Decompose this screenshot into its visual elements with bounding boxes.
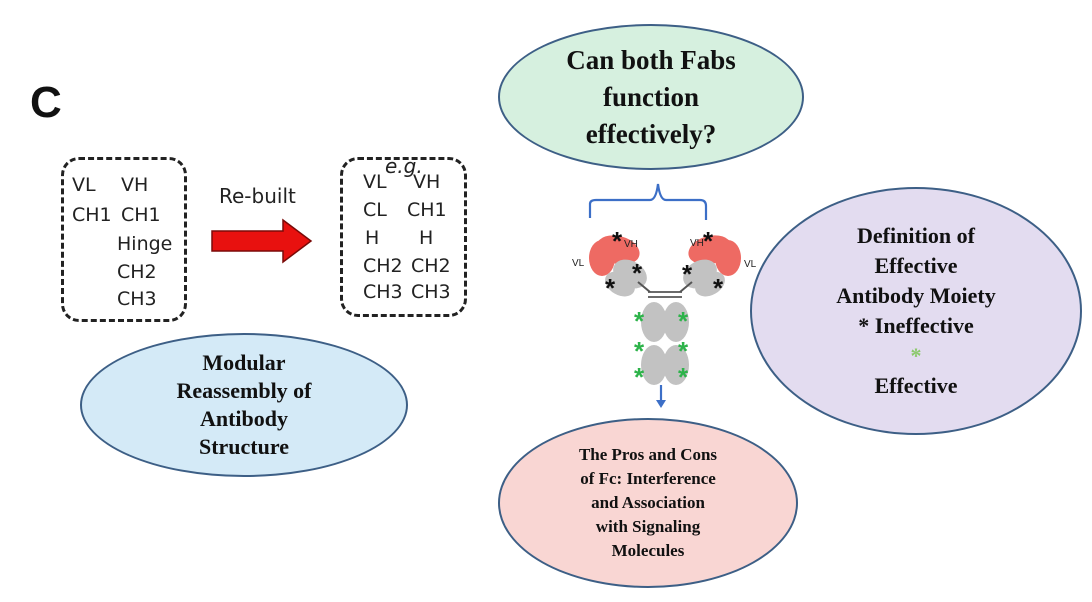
definition-text: Definition of Effective Antibody Moiety … — [836, 221, 996, 401]
fc-text: The Pros and Cons of Fc: Interference an… — [579, 443, 717, 563]
rebuilt-right-0: VH — [413, 171, 441, 193]
rebuilt-row-4-right: CH3 — [411, 281, 451, 303]
ineffective-star-1: * — [612, 226, 623, 256]
left-cl-domain — [605, 271, 635, 297]
rebuilt-row-4: CH3 — [363, 281, 403, 303]
rebuilt-row-1: CL — [363, 199, 387, 221]
vh-left-label: VH — [624, 239, 638, 250]
rebuilt-label: Re-built — [219, 184, 296, 208]
original-chain-box: VL VH CH1 CH1 Hinge CH2 CH3 — [61, 157, 187, 322]
modular-line-1: Reassembly of — [176, 378, 312, 403]
original-row-3-right: CH2 — [117, 261, 157, 283]
effective-star-4: * — [678, 336, 689, 366]
fabs-question-ellipse: Can both Fabs function effectively? — [498, 24, 804, 170]
modular-text: Modular Reassembly of Antibody Structure — [176, 349, 311, 461]
rebuilt-right-1: CH1 — [407, 199, 447, 221]
original-right-1: CH1 — [121, 204, 161, 226]
original-row-0: VL — [72, 174, 96, 196]
left-vl-domain — [589, 240, 615, 276]
fc-ch3-left — [641, 345, 667, 385]
original-row-2-right: Hinge — [117, 233, 172, 255]
fabs-line-2: effectively? — [585, 118, 717, 149]
fabs-question-text: Can both Fabs function effectively? — [566, 42, 736, 153]
right-vl-domain — [715, 240, 741, 276]
fc-line-1: of Fc: Interference — [580, 469, 716, 488]
ineffective-star-4: * — [703, 226, 714, 256]
fc-line-0: The Pros and Cons — [578, 445, 718, 464]
definition-effective: Effective — [874, 373, 958, 398]
fc-ch2-right — [663, 302, 689, 342]
definition-ellipse: Definition of Effective Antibody Moiety … — [750, 187, 1082, 435]
rebuilt-row-0: VL — [363, 171, 387, 193]
vl-right-label: VL — [744, 259, 757, 270]
fc-down-arrow-head — [656, 400, 666, 408]
ineffective-star-3: * — [605, 273, 616, 303]
original-right-3: CH2 — [117, 261, 157, 283]
fc-line-4: Molecules — [611, 541, 685, 560]
rebuilt-left-3: CH2 — [363, 255, 403, 277]
original-right-2: Hinge — [117, 233, 173, 255]
rebuilt-row-3-right: CH2 — [411, 255, 451, 277]
definition-ineffective: * Ineffective — [858, 313, 974, 338]
hinge-left — [637, 281, 651, 293]
definition-line-2: Antibody Moiety — [836, 283, 996, 308]
rebuilt-left-0: VL — [363, 171, 387, 193]
modular-line-2: Antibody — [199, 406, 289, 431]
fab-bracket — [588, 183, 708, 220]
modular-line-3: Structure — [198, 434, 289, 459]
vl-left-label: VL — [572, 258, 585, 269]
fabs-line-0: Can both Fabs — [566, 44, 736, 75]
fc-line-2: and Association — [591, 493, 705, 512]
rebuilt-right-2: H — [419, 227, 434, 249]
original-right-4: CH3 — [117, 288, 157, 310]
ineffective-star-2: * — [632, 258, 643, 288]
effective-star-3: * — [634, 336, 645, 366]
original-row-1-right: CH1 — [121, 204, 161, 226]
rebuilt-left-1: CL — [363, 199, 387, 221]
rebuilt-row-2: H — [365, 227, 379, 249]
effective-star-2: * — [678, 306, 689, 336]
vh-right-label: VH — [690, 238, 704, 249]
rebuilt-right-3: CH2 — [411, 255, 451, 277]
original-row-0-right: VH — [121, 174, 148, 196]
rebuilt-row-1-right: CH1 — [407, 199, 447, 221]
fc-ch3-right — [663, 345, 689, 385]
rebuilt-left-2: H — [365, 227, 380, 249]
modular-reassembly-ellipse: Modular Reassembly of Antibody Structure — [80, 333, 408, 477]
rebuilt-arrow-shape — [211, 218, 313, 264]
original-left-0: VL — [72, 174, 96, 196]
rebuilt-row-3: CH2 — [363, 255, 403, 277]
definition-effective-row: * Effective — [836, 341, 996, 401]
original-right-0: VH — [121, 174, 149, 196]
definition-line-0: Definition of — [857, 223, 975, 248]
fabs-line-1: function — [602, 81, 700, 112]
original-row-4-right: CH3 — [117, 288, 157, 310]
fc-ch2-left — [641, 302, 667, 342]
rebuilt-arrow — [211, 218, 313, 264]
fc-line-3: with Signaling — [595, 517, 701, 536]
rebuilt-row-0-right: VH — [413, 171, 440, 193]
rebuilt-right-4: CH3 — [411, 281, 451, 303]
original-left-1: CH1 — [72, 204, 112, 226]
effective-star-6: * — [678, 362, 689, 392]
ineffective-star-5: * — [682, 259, 693, 289]
hinge-right — [679, 281, 693, 293]
rebuilt-chain-box: VL VH CL CH1 H H CH2 CH2 CH3 CH3 — [340, 157, 467, 317]
effective-star-1: * — [634, 306, 645, 336]
ineffective-star-6: * — [713, 273, 724, 303]
antibody-schematic: * * * * * * * * * * * * VH VH VL VL — [572, 183, 757, 408]
rebuilt-left-4: CH3 — [363, 281, 403, 303]
right-cl-domain — [695, 271, 725, 297]
panel-label: C — [30, 78, 62, 127]
modular-line-0: Modular — [202, 350, 286, 375]
original-row-1: CH1 — [72, 204, 112, 226]
fc-pros-cons-ellipse: The Pros and Cons of Fc: Interference an… — [498, 418, 798, 588]
rebuilt-row-2-right: H — [419, 227, 433, 249]
effective-star: * — [910, 343, 922, 368]
definition-line-1: Effective — [874, 253, 958, 278]
effective-star-5: * — [634, 362, 645, 392]
